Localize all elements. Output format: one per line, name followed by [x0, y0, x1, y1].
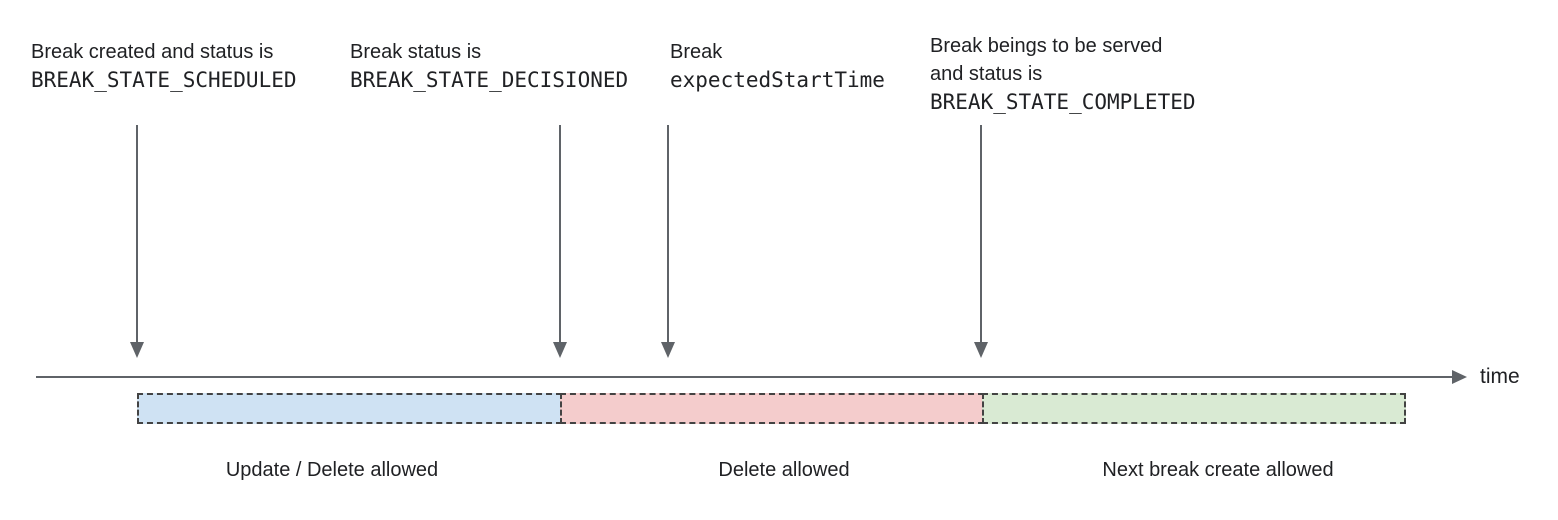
annotation-state-code: BREAK_STATE_SCHEDULED	[31, 68, 297, 92]
down-arrow-break-decisioned	[553, 125, 567, 358]
annotation-state-code: BREAK_STATE_COMPLETED	[930, 90, 1196, 114]
arrow-head-icon	[974, 342, 988, 358]
annotation-text: and status is	[930, 63, 1043, 85]
segment-label-update-delete: Update / Delete allowed	[225, 459, 439, 481]
arrow-shaft	[667, 125, 669, 344]
annotation-break-completed: Break beings to be served and status is …	[930, 32, 1196, 116]
arrow-head-icon	[661, 342, 675, 358]
down-arrow-break-created	[130, 125, 144, 358]
annotation-expected-start-time: Break expectedStartTime	[670, 38, 885, 94]
annotation-text: Break created and status is	[31, 41, 274, 63]
arrow-head-icon	[553, 342, 567, 358]
annotation-text: Break	[670, 41, 723, 63]
down-arrow-expected-start-time	[661, 125, 675, 358]
annotation-text: Break status is	[350, 41, 482, 63]
time-axis-label: time	[1480, 365, 1520, 388]
segment-next-break-create-allowed	[982, 393, 1406, 424]
annotation-state-code: BREAK_STATE_DECISIONED	[350, 68, 629, 92]
arrow-shaft	[559, 125, 561, 344]
segment-delete-allowed	[560, 393, 984, 424]
time-axis-line	[36, 376, 1453, 378]
time-axis-arrowhead-icon	[1452, 370, 1467, 384]
arrow-shaft	[980, 125, 982, 344]
annotation-field-code: expectedStartTime	[670, 68, 885, 92]
arrow-shaft	[136, 125, 138, 344]
annotation-break-created: Break created and status is BREAK_STATE_…	[31, 38, 297, 94]
segment-label-next-break-create: Next break create allowed	[1102, 459, 1334, 481]
arrow-head-icon	[130, 342, 144, 358]
segment-update-delete-allowed	[137, 393, 562, 424]
annotation-text: Break beings to be served	[930, 35, 1163, 57]
annotation-break-decisioned: Break status is BREAK_STATE_DECISIONED	[350, 38, 628, 94]
down-arrow-break-completed	[974, 125, 988, 358]
segment-label-delete: Delete allowed	[718, 459, 850, 481]
